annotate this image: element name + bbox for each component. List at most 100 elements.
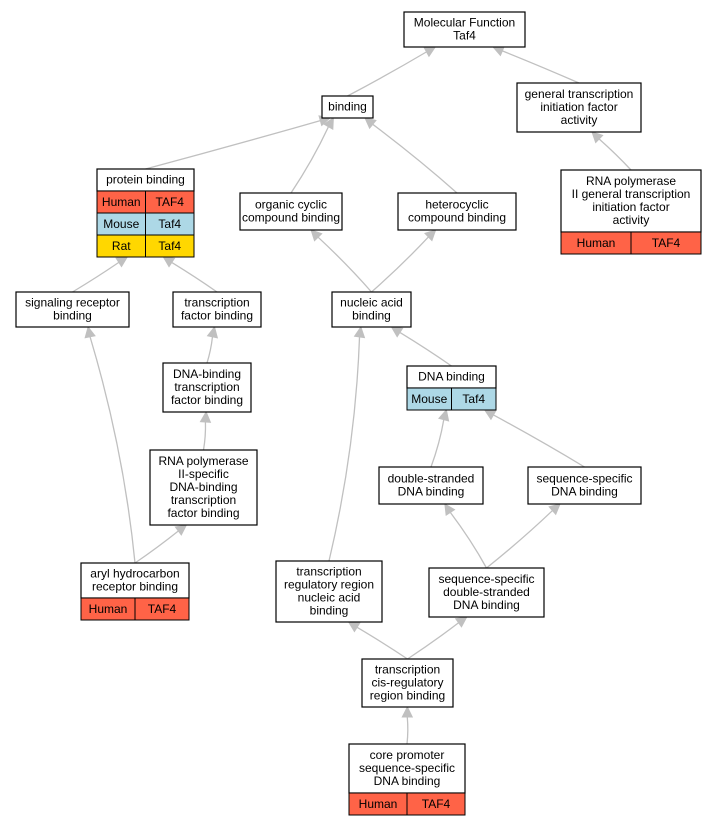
edge-srb-to-protein: [72, 261, 120, 293]
term-label-line: binding: [352, 309, 391, 323]
term-box: [239, 192, 343, 231]
edge-arrowhead: [483, 409, 497, 421]
edge-arrowhead: [548, 503, 561, 516]
species-name: Rat: [112, 239, 131, 253]
edge-arrowhead: [364, 117, 377, 130]
term-box: [149, 449, 258, 526]
term-label-line: compound binding: [242, 211, 340, 225]
term-label-line: signaling receptor: [25, 296, 120, 310]
edge-rnapol2gtif-to-gtif: [598, 138, 632, 171]
term-label-line: initiation factor: [540, 100, 617, 114]
term-label-line: nucleic acid: [298, 591, 361, 605]
term-label-line: nucleic acid: [340, 296, 403, 310]
term-label-line: sequence-specific: [359, 761, 455, 775]
edge-arrowhead: [199, 410, 212, 423]
gene-cell: [406, 792, 466, 816]
gene-symbol: Taf4: [158, 239, 181, 253]
gene-cell: [134, 597, 190, 621]
term-label-line: transcription: [171, 493, 236, 507]
term-box: [378, 466, 484, 505]
term-label-line: heterocyclic: [425, 198, 488, 212]
edge-arrowhead: [444, 503, 456, 516]
species-name: Human: [102, 195, 141, 209]
term-box: [560, 169, 702, 233]
edge-arrowhead: [323, 117, 334, 130]
edge-arrowhead: [84, 325, 96, 339]
edge-ssdsdna-to-ssdna: [486, 510, 553, 569]
go-term-node-rnapol2dbtfb[interactable]: RNA polymeraseII-specificDNA-bindingtran…: [149, 449, 258, 526]
edge-ssdna-to-dnab: [493, 414, 585, 468]
term-label-line: Molecular Function: [414, 16, 515, 30]
term-label-line: cis-regulatory: [371, 676, 443, 690]
term-label-line: transcription: [296, 565, 361, 579]
edge-arrowhead: [206, 325, 219, 339]
edge-ocb-to-binding: [290, 126, 330, 194]
term-label-line: transcription: [174, 380, 239, 394]
edge-nab-to-hcb: [371, 236, 429, 293]
term-label-line: transcription: [375, 663, 440, 677]
edge-trrnab-to-nab: [328, 336, 361, 562]
term-label-line: DNA binding: [551, 485, 618, 499]
gene-symbol: TAF4: [156, 195, 185, 209]
edge-tcrrb-to-ssdsdna: [407, 622, 459, 660]
edge-dbtfb-to-tfb: [206, 336, 214, 364]
term-label-line: regulatory region: [284, 578, 374, 592]
species-name: Human: [577, 236, 616, 250]
species-name: Mouse: [103, 217, 139, 231]
edge-arrowhead: [115, 256, 129, 268]
term-box: [397, 192, 517, 231]
edge-arrowhead: [347, 621, 361, 633]
term-box: [321, 95, 374, 119]
gene-symbol: TAF4: [652, 236, 681, 250]
edge-arrowhead: [174, 524, 188, 536]
edge-arrowhead: [390, 326, 404, 338]
edge-arrowhead: [438, 408, 450, 422]
term-box: [15, 291, 130, 328]
gene-symbol: TAF4: [148, 602, 177, 616]
edge-tfb-to-protein: [171, 261, 218, 293]
term-label-line: general transcription: [525, 87, 634, 101]
edge-arrowhead: [310, 229, 323, 242]
term-label-line: RNA polymerase: [158, 454, 248, 468]
edge-ahrb-to-rnapol2dbtfb: [134, 530, 179, 564]
term-box: [516, 82, 642, 133]
term-label-line: DNA-binding: [169, 480, 237, 494]
term-label-line: receptor binding: [92, 580, 178, 594]
term-label-line: DNA-binding: [173, 367, 241, 381]
edge-hcb-to-binding: [372, 123, 458, 194]
term-box: [348, 743, 466, 794]
term-label-line: factor binding: [171, 393, 243, 407]
term-label-line: sequence-specific: [536, 472, 632, 486]
term-box: [428, 567, 545, 618]
term-label-line: initiation factor: [592, 200, 669, 214]
term-label-line: double-stranded: [388, 472, 475, 486]
edges-layer: [72, 45, 632, 745]
go-term-node-binding[interactable]: binding: [321, 95, 374, 119]
term-label-line: sequence-specific: [438, 572, 534, 586]
term-label-line: activity: [613, 213, 650, 227]
term-label-line: DNA binding: [418, 370, 485, 384]
edge-binding-to-mf: [347, 51, 427, 97]
term-label-line: aryl hydrocarbon: [90, 567, 179, 581]
term-label-line: DNA binding: [453, 598, 520, 612]
term-label-line: activity: [561, 113, 598, 127]
